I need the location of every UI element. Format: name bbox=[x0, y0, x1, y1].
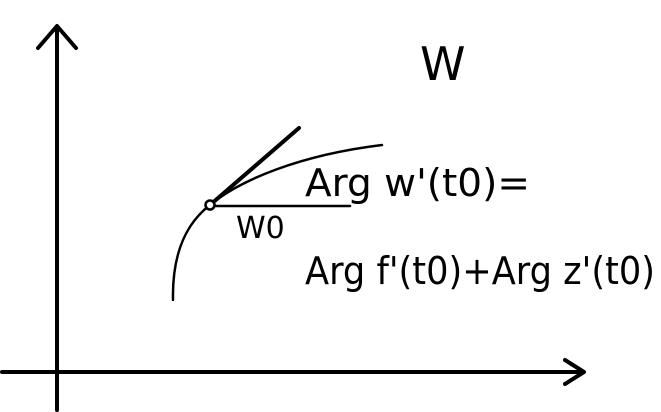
point-w0-marker bbox=[204, 199, 216, 211]
tangent-line bbox=[208, 126, 301, 207]
formula-line-1: Arg w'(t0)= bbox=[305, 161, 530, 205]
plane-label: W bbox=[420, 37, 465, 91]
horizontal-axis-arrowhead bbox=[563, 358, 586, 386]
point-label: W0 bbox=[236, 211, 285, 246]
formula-line-2: Arg f'(t0)+Arg z'(t0) bbox=[305, 249, 655, 293]
vertical-axis-arrowhead bbox=[36, 24, 78, 50]
